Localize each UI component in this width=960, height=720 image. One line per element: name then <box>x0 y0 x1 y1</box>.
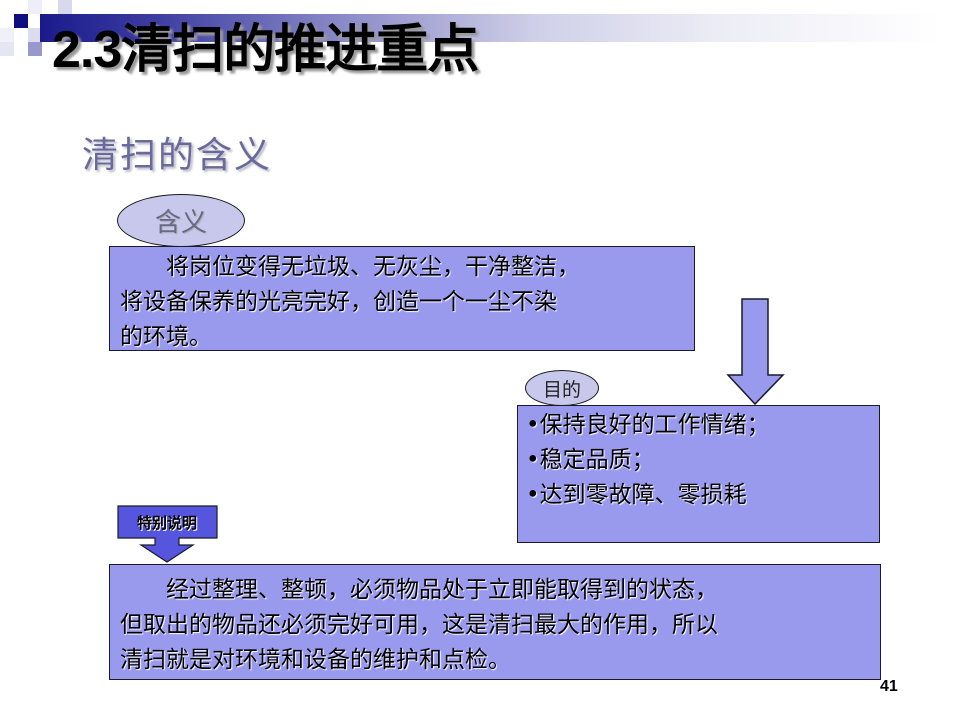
purpose-item: •达到零故障、零损耗 <box>526 482 747 508</box>
meaning-line-1: 将岗位变得无垃圾、无灰尘，干净整洁， <box>166 254 580 280</box>
purpose-item: •稳定品质； <box>526 447 655 473</box>
header-gradient-band <box>40 14 940 42</box>
down-arrow-icon <box>726 298 785 406</box>
meaning-line-3: 的环境。 <box>120 324 212 350</box>
special-note-label: 特别说明 <box>136 513 197 532</box>
special-note-line-3: 清扫就是对环境和设备的维护和点检。 <box>120 647 511 673</box>
meaning-box: 将岗位变得无垃圾、无灰尘，干净整洁， 将设备保养的光亮完好，创造一个一尘不染 的… <box>109 246 695 351</box>
purpose-label: 目的 <box>542 378 581 401</box>
purpose-label-oval: 目的 <box>525 370 599 406</box>
slide-subtitle: 清扫的含义 <box>82 135 273 176</box>
special-note-line-1: 经过整理、整顿，必须物品处于立即能取得到的状态， <box>166 577 718 603</box>
special-note-box: 经过整理、整顿，必须物品处于立即能取得到的状态， 但取出的物品还必须完好可用，这… <box>109 564 881 680</box>
meaning-line-2: 将设备保养的光亮完好，创造一个一尘不染 <box>120 289 557 315</box>
meaning-label-oval: 含义 <box>117 194 245 247</box>
slide-title: 2.3清扫的推进重点 <box>52 21 479 79</box>
special-note-line-2: 但取出的物品还必须完好可用，这是清扫最大的作用，所以 <box>120 612 718 638</box>
special-note-callout-arrow-icon <box>117 505 218 563</box>
purpose-item: •保持良好的工作情绪； <box>526 412 770 438</box>
purpose-box: •保持良好的工作情绪； •稳定品质； •达到零故障、零损耗 <box>517 405 880 543</box>
meaning-label: 含义 <box>154 208 207 238</box>
page-number: 41 <box>880 678 898 695</box>
